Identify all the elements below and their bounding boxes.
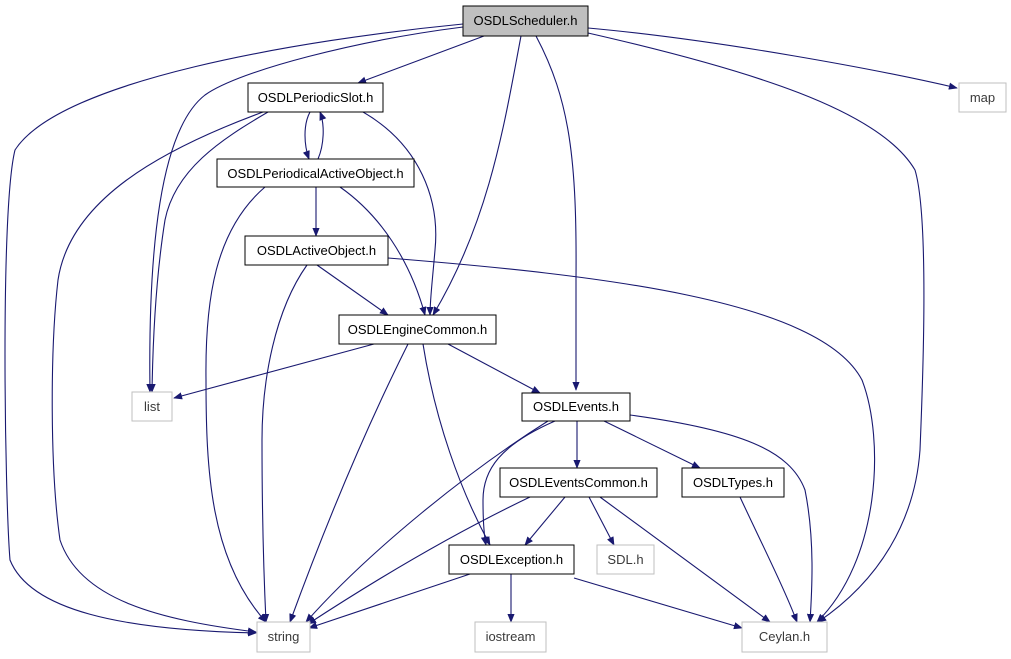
- edge-enginecommon-to-events: [447, 343, 541, 394]
- edge-activeobject-to-string: [261, 264, 308, 623]
- edge-scheduler-to-string: [4, 23, 464, 637]
- edge-eventscommon-to-exception: [524, 496, 566, 546]
- edge-scheduler-to-map: [587, 27, 958, 90]
- node-label: SDL.h: [607, 552, 643, 567]
- node-sdl[interactable]: SDL.h: [596, 544, 655, 575]
- edge-events-to-ceylan: [629, 414, 815, 623]
- edge-events-to-exception: [480, 420, 556, 546]
- node-osdltypes[interactable]: OSDLTypes.h: [681, 467, 785, 498]
- node-label: list: [144, 399, 160, 414]
- edge-periodicalactiveobject-to-string: [205, 186, 267, 623]
- edge-periodicslot-to-list: [148, 111, 269, 393]
- node-label: OSDLEngineCommon.h: [348, 322, 487, 337]
- node-ceylan[interactable]: Ceylan.h: [741, 621, 828, 653]
- edge-events-to-types: [603, 420, 701, 469]
- node-label: OSDLPeriodicalActiveObject.h: [227, 166, 403, 181]
- edge-activeobject-to-enginecommon: [316, 264, 389, 316]
- node-map[interactable]: map: [958, 82, 1007, 113]
- edge-events-to-string: [305, 420, 549, 623]
- edges-layer: [4, 23, 958, 637]
- node-label: OSDLException.h: [460, 552, 563, 567]
- node-label: Ceylan.h: [759, 629, 810, 644]
- node-osdlenginecommon[interactable]: OSDLEngineCommon.h: [338, 314, 497, 345]
- node-osdleventscommon[interactable]: OSDLEventsCommon.h: [499, 467, 658, 498]
- edge-eventscommon-to-sdl: [588, 496, 615, 546]
- edge-activeobject-to-ceylan: [387, 257, 876, 623]
- edge-periodicalactiveobject-to-enginecommon: [339, 186, 427, 316]
- edge-enginecommon-to-list: [173, 343, 375, 400]
- edge-types-to-ceylan: [739, 496, 798, 623]
- edge-enginecommon-to-exception: [422, 343, 491, 546]
- node-label: OSDLTypes.h: [693, 475, 773, 490]
- node-label: OSDLEvents.h: [533, 399, 619, 414]
- nodes-layer: OSDLScheduler.h OSDLPeriodicSlot.h map O…: [131, 5, 1007, 653]
- node-label: map: [970, 90, 995, 105]
- node-label: iostream: [486, 629, 536, 644]
- node-list[interactable]: list: [131, 391, 173, 422]
- node-label: OSDLEventsCommon.h: [509, 475, 648, 490]
- edge-periodicslot-to-periodicalactiveobject: [302, 111, 311, 160]
- node-osdlevents[interactable]: OSDLEvents.h: [521, 392, 631, 422]
- node-osdlscheduler[interactable]: OSDLScheduler.h: [462, 5, 589, 37]
- edge-eventscommon-to-string: [307, 496, 531, 625]
- edge-enginecommon-to-string: [289, 343, 409, 623]
- node-string[interactable]: string: [256, 621, 311, 653]
- node-osdlperiodicalactiveobject[interactable]: OSDLPeriodicalActiveObject.h: [216, 158, 415, 188]
- edge-exception-to-string: [308, 573, 471, 629]
- node-osdlactiveobject[interactable]: OSDLActiveObject.h: [244, 235, 389, 266]
- edge-periodicslot-to-string: [51, 111, 264, 635]
- edge-eventscommon-to-ceylan: [599, 496, 771, 623]
- edge-scheduler-to-periodicslot: [357, 35, 485, 84]
- node-label: OSDLActiveObject.h: [257, 243, 376, 258]
- edge-periodicalactiveobject-to-periodicslot: [317, 111, 327, 160]
- edge-scheduler-to-ceylan: [587, 32, 925, 623]
- edge-scheduler-to-enginecommon: [432, 35, 522, 316]
- node-osdlperiodicslot[interactable]: OSDLPeriodicSlot.h: [247, 82, 384, 113]
- node-label: OSDLPeriodicSlot.h: [258, 90, 374, 105]
- node-label: string: [268, 629, 300, 644]
- edge-scheduler-to-events: [535, 35, 580, 391]
- node-osdlexception[interactable]: OSDLException.h: [448, 544, 575, 575]
- edge-scheduler-to-list: [146, 26, 464, 393]
- node-iostream[interactable]: iostream: [474, 621, 547, 653]
- edge-periodicslot-to-enginecommon: [362, 111, 437, 316]
- node-label: OSDLScheduler.h: [473, 13, 577, 28]
- edge-exception-to-ceylan: [573, 577, 743, 630]
